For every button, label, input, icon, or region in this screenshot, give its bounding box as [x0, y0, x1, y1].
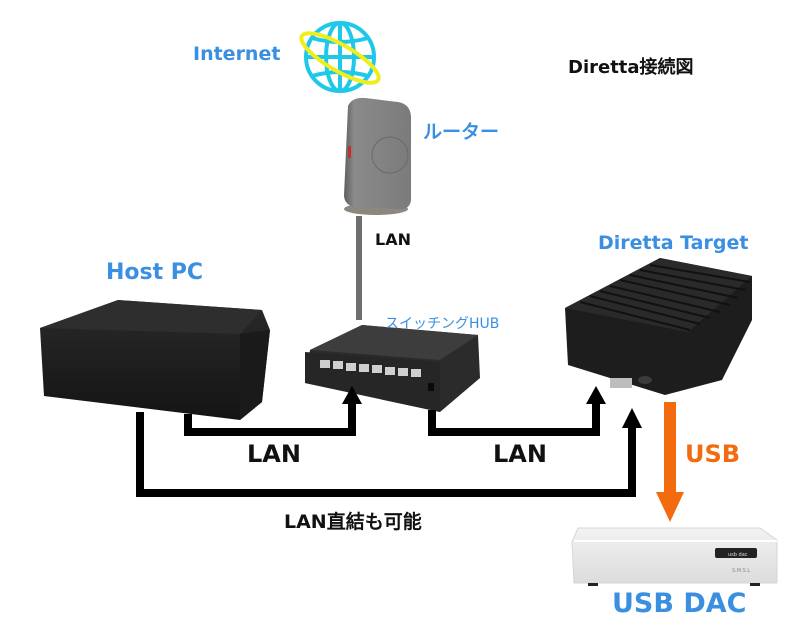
lan-path-direct — [136, 412, 636, 497]
host-pc-device — [40, 300, 270, 420]
usb-dac-device: usb dac S.M.S.L — [571, 527, 778, 586]
lan-path-host-hub — [184, 402, 356, 436]
lan-label-hub-target: LAN — [493, 440, 547, 468]
usb-dac-label: USB DAC — [612, 588, 747, 619]
lan-line-router-hub — [356, 216, 362, 320]
lan-direct-label: LAN直結も可能 — [284, 511, 422, 533]
host-pc-label: Host PC — [106, 260, 204, 285]
switching-hub-label: スイッチングHUB — [385, 316, 500, 332]
dac-brand-text: S.M.S.L — [732, 568, 750, 574]
usb-label: USB — [685, 440, 741, 468]
arrow-up-hub — [342, 386, 362, 404]
dac-display-text: usb dac — [728, 552, 748, 558]
router-device — [344, 97, 411, 215]
router-label: ルーター — [423, 121, 500, 143]
usb-arrow-down — [656, 492, 684, 522]
arrow-up-target-2 — [622, 408, 642, 428]
lan-label-host-hub: LAN — [247, 440, 301, 468]
diretta-target-label: Diretta Target — [598, 232, 749, 254]
globe-icon — [299, 21, 381, 93]
diretta-target-device — [565, 258, 752, 395]
diagram-title: Diretta接続図 — [568, 57, 694, 78]
arrow-up-target-1 — [586, 386, 606, 404]
internet-label: Internet — [193, 43, 281, 65]
lan-label-router-hub: LAN — [375, 230, 411, 249]
usb-line — [664, 402, 676, 494]
switching-hub-device — [305, 325, 480, 412]
lan-path-hub-target — [428, 402, 600, 436]
